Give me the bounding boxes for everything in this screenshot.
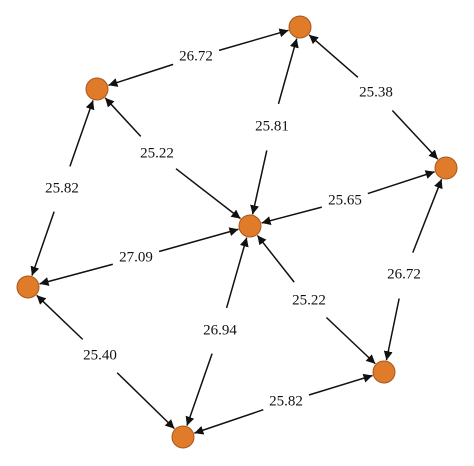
- edge-label-e-lr-right: 26.72: [387, 266, 421, 282]
- edge-arrow-e-lr-right-lower-right: [383, 298, 400, 361]
- edge-arrow-e-center-ul-upper-left: [104, 97, 142, 137]
- edge-label-e-center-top: 25.81: [255, 118, 289, 134]
- edge-arrow-e-center-lr-center: [256, 234, 295, 283]
- edge-label-e-ul-top: 26.72: [179, 48, 213, 64]
- edges-layer: [30, 28, 443, 435]
- edge-arrow-e-right-center-right: [367, 170, 435, 195]
- edge-arrow-e-left-bottom-bottom: [116, 372, 175, 430]
- edge-arrow-e-ul-top-top: [218, 28, 289, 52]
- edge-arrow-e-bottom-center-bottom: [185, 353, 213, 426]
- edge-label-e-left-center: 27.09: [119, 249, 153, 265]
- edge-arrow-e-right-center-center: [261, 206, 322, 226]
- edge-arrow-e-bottom-lr-bottom: [194, 409, 264, 435]
- edge-label-e-center-ul: 25.22: [140, 145, 174, 161]
- edge-arrow-e-center-ul-center: [175, 168, 241, 220]
- node-center: [238, 214, 262, 238]
- edge-arrow-e-center-top-top: [277, 38, 299, 105]
- edge-label-e-bottom-center: 26.94: [203, 322, 237, 338]
- edge-arrow-e-left-ul-upper-left: [69, 100, 95, 167]
- node-right: [434, 156, 458, 180]
- edge-arrow-e-center-top-center: [250, 150, 268, 215]
- edge-label-e-bottom-lr: 25.82: [269, 393, 303, 409]
- node-upper-left: [85, 77, 109, 101]
- edge-label-e-top-right: 25.38: [359, 84, 393, 100]
- edge-arrow-e-left-center-left: [39, 263, 114, 286]
- node-left: [16, 275, 40, 299]
- edge-arrow-e-top-right-right: [391, 110, 439, 160]
- edge-label-e-left-bottom: 25.40: [83, 347, 117, 363]
- edge-arrow-e-left-center-center: [158, 227, 239, 253]
- edge-label-e-right-center: 25.65: [328, 192, 362, 208]
- edge-label-e-center-lr: 25.22: [292, 292, 326, 308]
- edge-labels-layer: 26.72 25.22 25.81 25.38 25.82 25.65 27.09 26.94…: [45, 48, 421, 409]
- edge-arrow-e-bottom-lr-lower-right: [308, 373, 373, 396]
- node-lower-right: [372, 360, 396, 384]
- edge-arrow-e-top-right-top: [308, 34, 359, 78]
- nodes-layer: [16, 15, 458, 449]
- edge-arrow-e-bottom-center-center: [225, 237, 249, 309]
- edge-label-e-left-ul: 25.82: [45, 180, 79, 196]
- node-top: [288, 15, 312, 39]
- edge-arrow-e-left-ul-left: [30, 211, 55, 276]
- node-bottom: [171, 425, 195, 449]
- edge-arrow-e-lr-right-right: [412, 178, 443, 253]
- edge-arrow-e-center-lr-lower-right: [325, 316, 376, 365]
- edge-arrow-e-left-bottom-left: [36, 294, 84, 340]
- edge-arrow-e-ul-top-upper-left: [108, 63, 174, 87]
